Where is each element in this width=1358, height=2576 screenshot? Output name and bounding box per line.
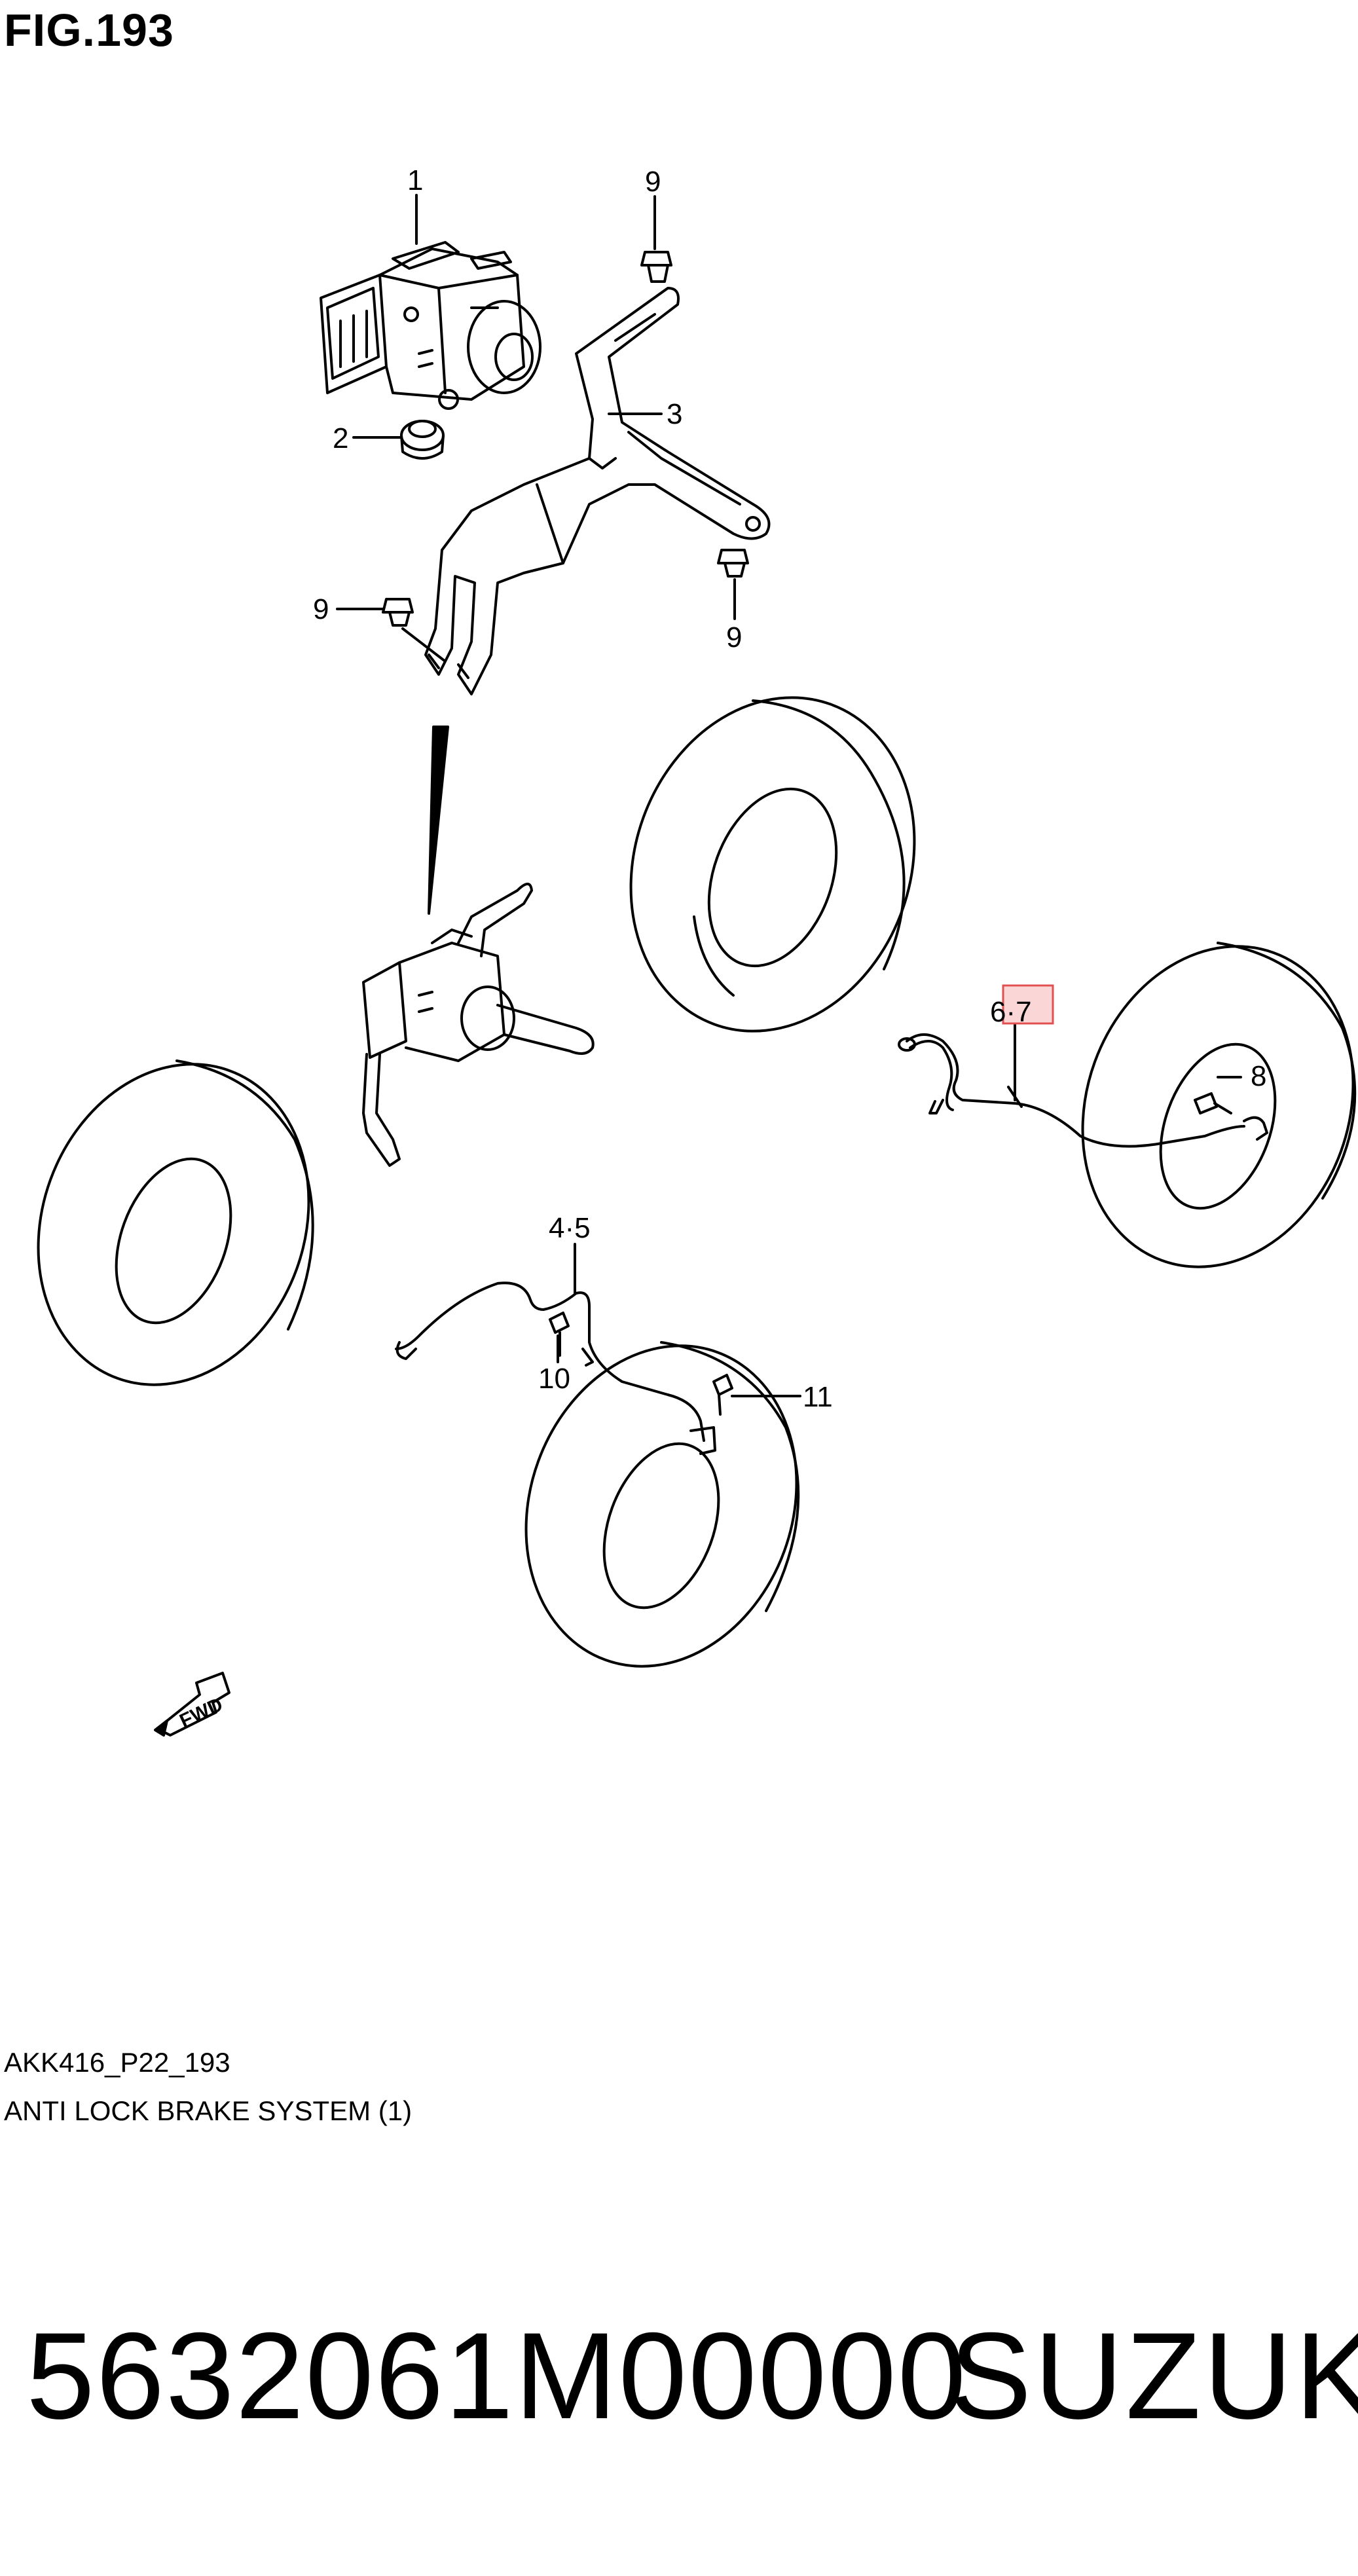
callout-9-right: 9 [726, 621, 742, 653]
abs-unit-assembled [362, 883, 595, 1167]
abs-unit-1 [320, 241, 541, 410]
bolt-9-right [717, 549, 749, 578]
nut-2 [400, 420, 445, 460]
bolt-11 [712, 1374, 733, 1416]
pointer-wedge [428, 726, 449, 915]
callout-3: 3 [667, 398, 682, 430]
brand-name: SUZUKI [949, 2307, 1358, 2444]
highlight-box-6-7 [1002, 984, 1054, 1025]
figure-title: FIG.193 [4, 5, 174, 56]
callout-11: 11 [803, 1381, 833, 1413]
bolt-8 [1194, 1092, 1232, 1114]
bolt-10 [549, 1312, 570, 1357]
leader-9-left-tail [401, 627, 447, 663]
callout-2: 2 [333, 422, 348, 454]
tire-front-left [37, 1059, 314, 1386]
sensor-6-7 [898, 1033, 1268, 1148]
diagram-code: AKK416_P22_193 [4, 2047, 230, 2078]
callout-1: 1 [407, 164, 423, 196]
tire-rear-left [524, 1341, 800, 1668]
callout-4-5: 4·5 [549, 1212, 591, 1244]
sensor-4-5 [395, 1281, 716, 1455]
part-number: 5632061M00000 [26, 2307, 968, 2444]
bracket-3 [424, 287, 771, 695]
callout-8: 8 [1251, 1060, 1266, 1092]
callout-9-left: 9 [313, 593, 329, 625]
callout-6-7: 6·7 [990, 996, 1032, 1028]
diagram-name: ANTI LOCK BRAKE SYSTEM (1) [4, 2095, 413, 2126]
bolt-9-top [640, 251, 672, 283]
bolt-9-left [382, 598, 414, 627]
tire-rear-right [1081, 942, 1357, 1268]
callout-9-top: 9 [645, 166, 661, 198]
tire-front-right [629, 696, 916, 1033]
fwd-arrow [154, 1672, 230, 1737]
callout-10: 10 [538, 1363, 570, 1395]
